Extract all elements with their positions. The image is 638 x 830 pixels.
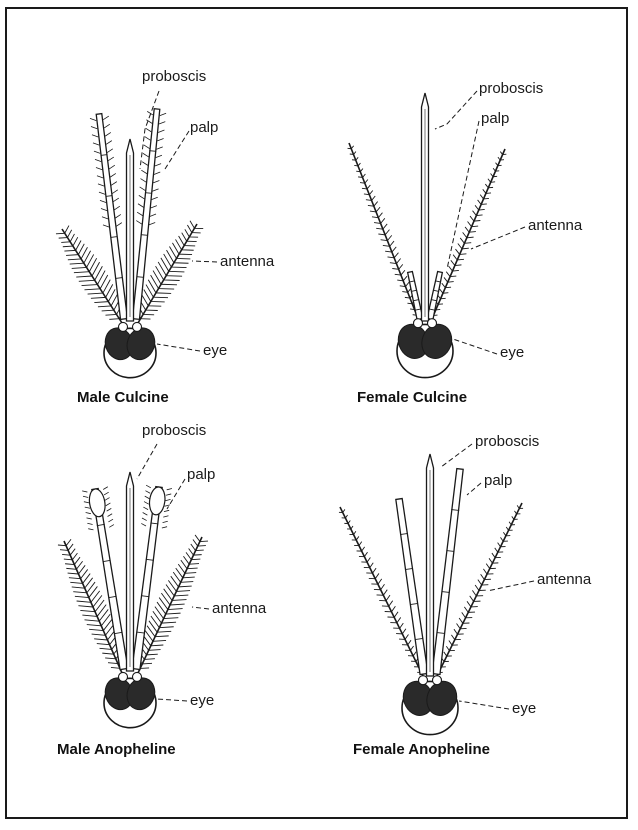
proboscis: [427, 454, 434, 676]
leader-proboscis: [435, 91, 477, 129]
pedicel-left: [419, 676, 428, 685]
label-eye-female-culcine: eye: [500, 345, 524, 360]
proboscis: [127, 472, 134, 671]
caption-female-anopheline: Female Anopheline: [353, 742, 490, 757]
head: [394, 319, 457, 378]
antenna-right: [431, 149, 507, 321]
palp-right: [133, 109, 167, 320]
leader-antenna: [192, 261, 217, 262]
proboscis: [127, 139, 134, 321]
caption-male-anopheline: Male Anopheline: [57, 742, 176, 757]
illustration-male-anopheline: [58, 444, 209, 728]
palp-left: [408, 272, 423, 320]
pedicel-left: [119, 322, 128, 331]
leader-palp: [165, 131, 189, 169]
label-proboscis-male-anopheline: proboscis: [142, 423, 206, 438]
palp-left: [82, 487, 128, 670]
antenna-left: [348, 143, 420, 321]
pedicel-right: [428, 319, 437, 328]
label-palp-female-culcine: palp: [481, 111, 509, 126]
label-antenna-female-culcine: antenna: [528, 218, 582, 233]
leader-antenna: [487, 581, 534, 591]
label-eye-male-culcine: eye: [203, 343, 227, 358]
palp-left: [90, 114, 128, 320]
caption-female-culcine: Female Culcine: [357, 390, 467, 405]
leader-antenna: [471, 227, 525, 249]
leader-proboscis: [137, 444, 157, 479]
leader-eye: [453, 339, 497, 354]
head: [399, 676, 462, 735]
pedicel-left: [414, 319, 423, 328]
caption-male-culcine: Male Culcine: [77, 390, 169, 405]
label-palp-male-culcine: palp: [190, 120, 218, 135]
leader-antenna: [192, 607, 209, 609]
head: [101, 672, 159, 727]
proboscis: [422, 93, 429, 321]
mosquito-illustrations: [7, 9, 626, 817]
label-palp-male-anopheline: palp: [187, 467, 215, 482]
mosquito-head-figure: proboscis palp antenna eye Male Culcine …: [5, 7, 628, 819]
palp-right: [432, 469, 463, 675]
label-palp-female-anopheline: palp: [484, 473, 512, 488]
leader-eye: [459, 701, 509, 709]
pedicel-right: [433, 676, 442, 685]
leader-eye: [157, 344, 200, 351]
pedicel-left: [119, 672, 128, 681]
leader-palp: [467, 483, 481, 495]
label-proboscis-female-anopheline: proboscis: [475, 434, 539, 449]
illustration-female-culcine: [348, 91, 525, 378]
label-proboscis-male-culcine: proboscis: [142, 69, 206, 84]
label-eye-male-anopheline: eye: [190, 693, 214, 708]
label-eye-female-anopheline: eye: [512, 701, 536, 716]
leader-eye: [157, 699, 187, 701]
leader-proboscis: [441, 444, 472, 467]
label-antenna-female-anopheline: antenna: [537, 572, 591, 587]
pedicel-right: [133, 322, 142, 331]
head: [101, 322, 159, 377]
label-proboscis-female-culcine: proboscis: [479, 81, 543, 96]
label-antenna-male-culcine: antenna: [220, 254, 274, 269]
label-antenna-male-anopheline: antenna: [212, 601, 266, 616]
pedicel-right: [133, 672, 142, 681]
palp-right: [427, 272, 442, 320]
